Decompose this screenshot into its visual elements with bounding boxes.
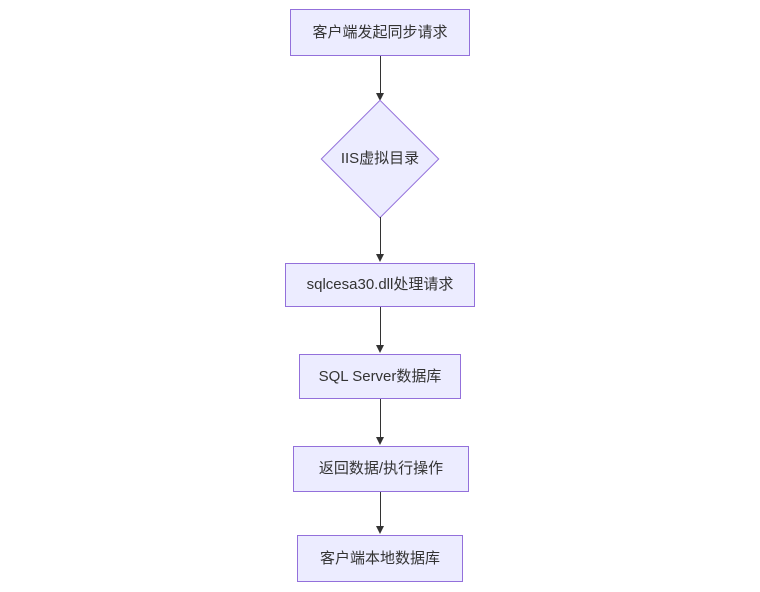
edge-sqlserver-to-return: [376, 399, 385, 445]
edge-line: [379, 56, 381, 93]
arrowhead-icon: [376, 345, 384, 353]
flow-node-sql-server-db: SQL Server数据库: [299, 354, 461, 399]
edge-line: [379, 307, 381, 345]
flow-node-sqlcesa-dll-label: sqlcesa30.dll处理请求: [306, 276, 454, 293]
arrowhead-icon: [376, 93, 384, 101]
flow-node-sqlcesa-dll: sqlcesa30.dll处理请求: [285, 263, 475, 307]
edge-iis-to-sqlcesa: [376, 217, 385, 262]
arrowhead-icon: [376, 254, 384, 262]
flow-node-return-data-label: 返回数据/执行操作: [318, 460, 444, 477]
edge-line: [379, 492, 381, 526]
edge-sqlcesa-to-sqlserver: [376, 307, 385, 353]
edge-line: [379, 399, 381, 437]
edge-client-request-to-iis: [376, 56, 385, 101]
flow-node-client-local-db-label: 客户端本地数据库: [319, 549, 440, 567]
arrowhead-icon: [376, 526, 384, 534]
flow-node-client-request-label: 客户端发起同步请求: [312, 23, 448, 41]
flow-node-iis-vdir: IIS虚拟目录: [320, 99, 440, 219]
flow-node-client-request: 客户端发起同步请求: [290, 9, 470, 56]
flow-node-client-local-db: 客户端本地数据库: [297, 535, 463, 582]
edge-return-to-local-db: [376, 492, 385, 534]
flow-node-sql-server-db-label: SQL Server数据库: [318, 367, 442, 385]
arrowhead-icon: [376, 437, 384, 445]
flow-node-iis-vdir-label: IIS虚拟目录: [340, 150, 420, 167]
edge-line: [379, 217, 381, 254]
flow-node-return-data: 返回数据/执行操作: [293, 446, 469, 492]
